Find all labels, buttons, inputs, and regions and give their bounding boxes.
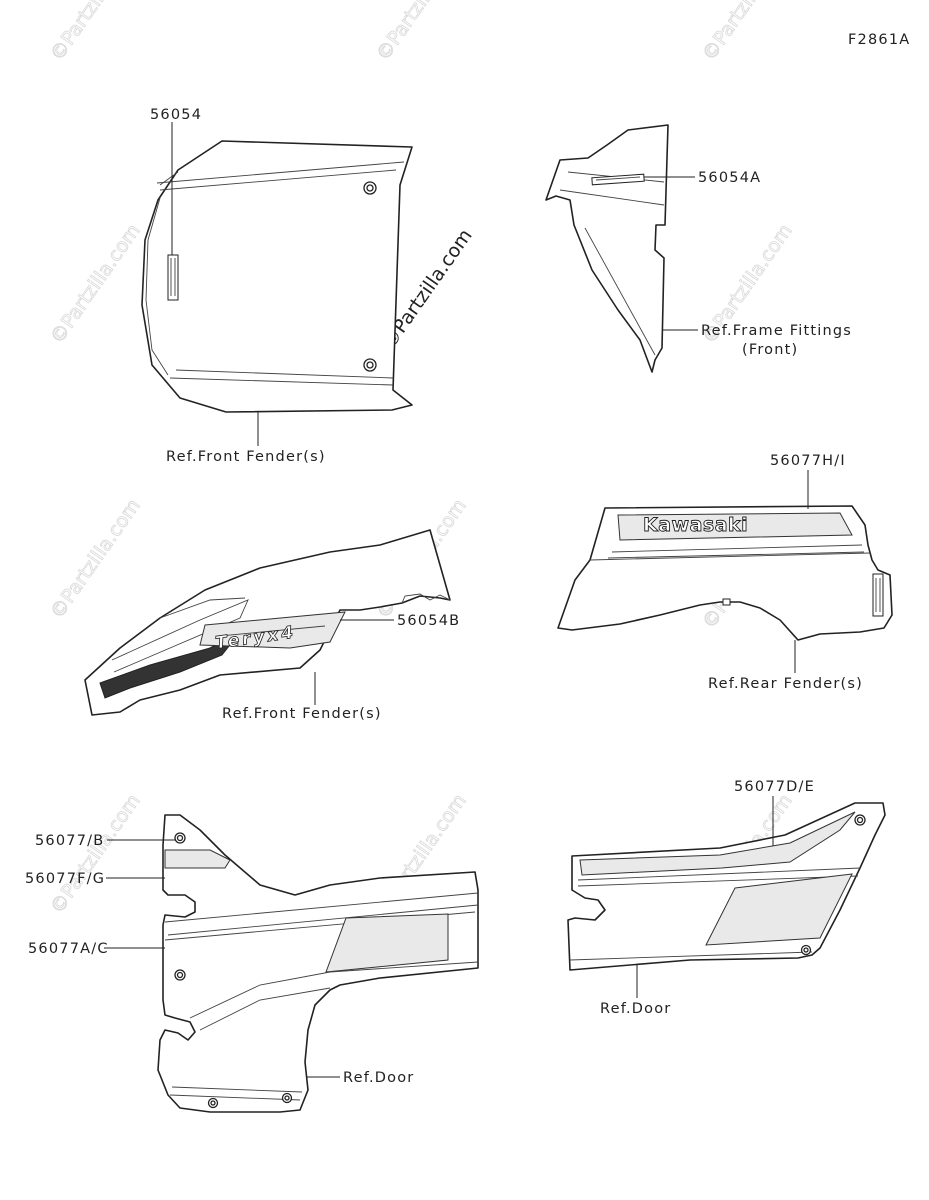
label-56054A: 56054A: [698, 170, 761, 186]
rear-fender-part: Kawasaki: [557, 505, 893, 641]
frame-fitting-part: [545, 124, 669, 373]
label-ref-front-fender-1: Ref.Front Fender(s): [166, 449, 326, 465]
watermark: ©Partzilla.com: [698, 0, 797, 65]
watermark: ©Partzilla.com: [46, 790, 145, 918]
watermark: ©Partzilla.com: [46, 220, 145, 348]
front-fender-top-part: [141, 140, 413, 413]
label-ref-front-fender-2: Ref.Front Fender(s): [222, 706, 382, 722]
label-ref-door-2: Ref.Door: [600, 1001, 671, 1017]
label-56077FG: 56077F/G: [25, 871, 105, 887]
label-ref-frame-fittings-1: Ref.Frame Fittings: [701, 323, 852, 339]
front-fender-side-part: Teryx4: [84, 529, 451, 716]
label-56077B: 56077/B: [35, 833, 104, 849]
label-ref-door-1: Ref.Door: [343, 1070, 414, 1086]
label-56077HI: 56077H/I: [770, 453, 846, 469]
label-56077AC: 56077A/C: [28, 941, 109, 957]
label-56054: 56054: [150, 107, 202, 123]
label-ref-frame-fittings-2: (Front): [742, 342, 798, 358]
watermark: ©Partzilla.com: [46, 495, 145, 623]
label-ref-rear-fender: Ref.Rear Fender(s): [708, 676, 863, 692]
label-56054B: 56054B: [397, 613, 460, 629]
label-56077DE: 56077D/E: [734, 779, 815, 795]
figure-code: F2861A: [848, 32, 910, 48]
right-door-part: [567, 802, 886, 971]
watermark: ©Partzilla.com: [372, 0, 471, 65]
watermarks: ©Partzilla.com ©Partzilla.com ©Partzilla…: [46, 0, 797, 918]
decal-text-brand: Kawasaki: [643, 514, 748, 536]
watermark: ©Partzilla.com: [46, 0, 145, 65]
left-door-part: [157, 814, 479, 1113]
